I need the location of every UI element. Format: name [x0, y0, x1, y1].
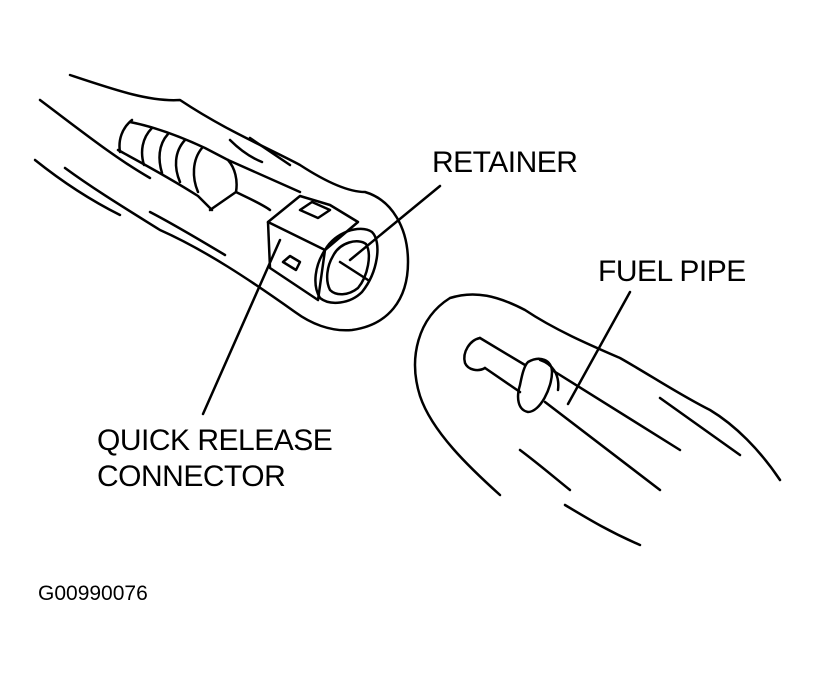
connector-housing-side [266, 220, 327, 302]
pipe-continue-top [550, 368, 682, 452]
pipe-continue-bottom [543, 400, 662, 492]
hand-crease-right-2 [518, 448, 572, 492]
hand-outline-right-lower [563, 503, 642, 547]
fuel-pipe-label: FUEL PIPE [598, 255, 746, 288]
retainer-label: RETAINER [432, 146, 578, 179]
pipe-bottom-edge [483, 366, 522, 394]
hand-outline-right [413, 293, 782, 497]
fuel-pipe-drawing [413, 293, 782, 547]
retainer-clip-stroke [338, 260, 370, 282]
hand-outline-left-bottom [33, 158, 122, 217]
hand-outline-left-lower [38, 98, 152, 180]
hand-crease-1 [248, 136, 292, 167]
fuel-pipe-leader-line [566, 290, 632, 406]
retainer-ring-inner [325, 240, 370, 296]
hand-outline-left [63, 73, 410, 332]
connector-housing [266, 194, 360, 252]
connector-barrel [208, 158, 302, 212]
connector-window [281, 254, 302, 272]
hose-top-edge [128, 120, 230, 162]
figure-code: G00990076 [38, 582, 148, 605]
pipe-end-cap [463, 336, 487, 372]
hand-crease-3 [148, 210, 227, 257]
pipe-top-edge [478, 336, 527, 367]
hand-crease-right-1 [658, 396, 742, 457]
quick-release-connector-label-line2: CONNECTOR [97, 460, 286, 493]
quick-release-connector-drawing [33, 73, 410, 332]
connector-housing-top-slot [298, 200, 332, 220]
hose-rib-3 [158, 132, 170, 175]
hose-rib-2 [140, 126, 154, 167]
hose-bottom-edge [116, 148, 214, 212]
retainer-leader-line [348, 184, 442, 262]
retainer-ring-outer [314, 227, 379, 305]
hand-crease-2 [228, 138, 264, 164]
hose-rib-1 [118, 118, 134, 154]
hose-rib-5 [192, 146, 204, 194]
hose-rib-4 [174, 138, 187, 184]
quick-release-connector-label-line1: QUICK RELEASE [97, 424, 333, 457]
quick-release-leader-line [201, 238, 282, 416]
